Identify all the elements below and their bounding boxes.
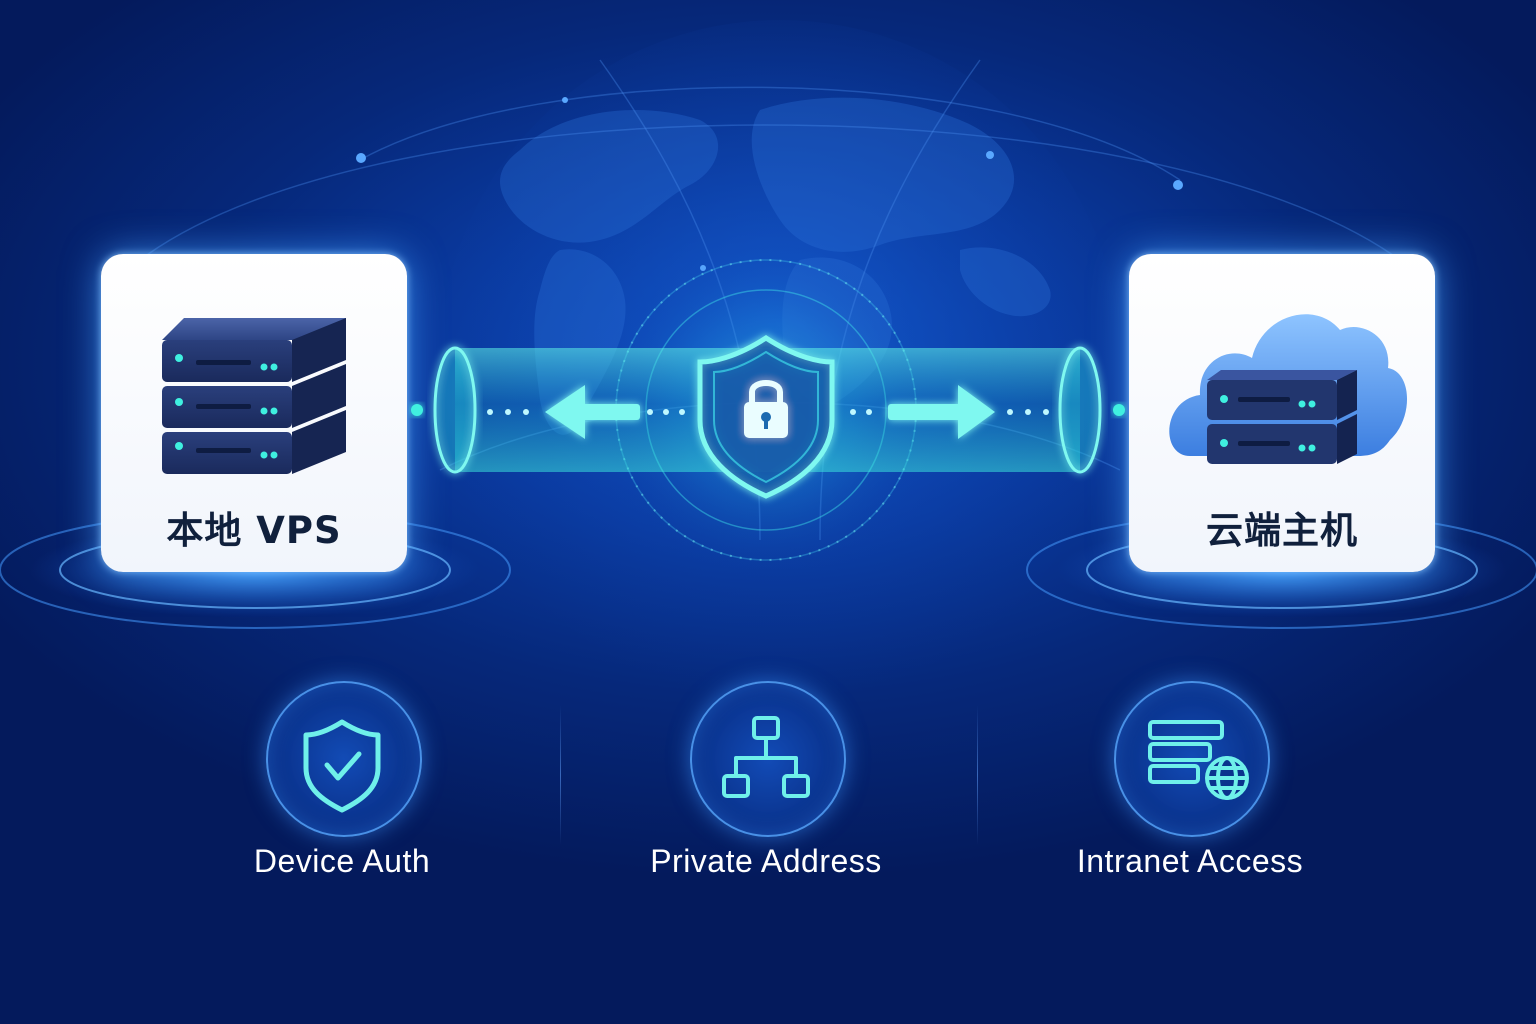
feature-divider xyxy=(977,705,978,845)
private-address-label: Private Address xyxy=(650,843,882,879)
device-auth-label: Device Auth xyxy=(253,843,431,879)
cloud-host-label: 云端主机 xyxy=(1206,509,1358,552)
intranet-access-label: Intranet Access xyxy=(1076,843,1304,879)
feature-divider xyxy=(560,705,561,845)
private-address-badge[interactable] xyxy=(690,681,846,837)
intranet-access-badge[interactable] xyxy=(1114,681,1270,837)
local-vps-label: 本地 VPS xyxy=(166,509,342,552)
device-auth-badge[interactable] xyxy=(266,681,422,837)
